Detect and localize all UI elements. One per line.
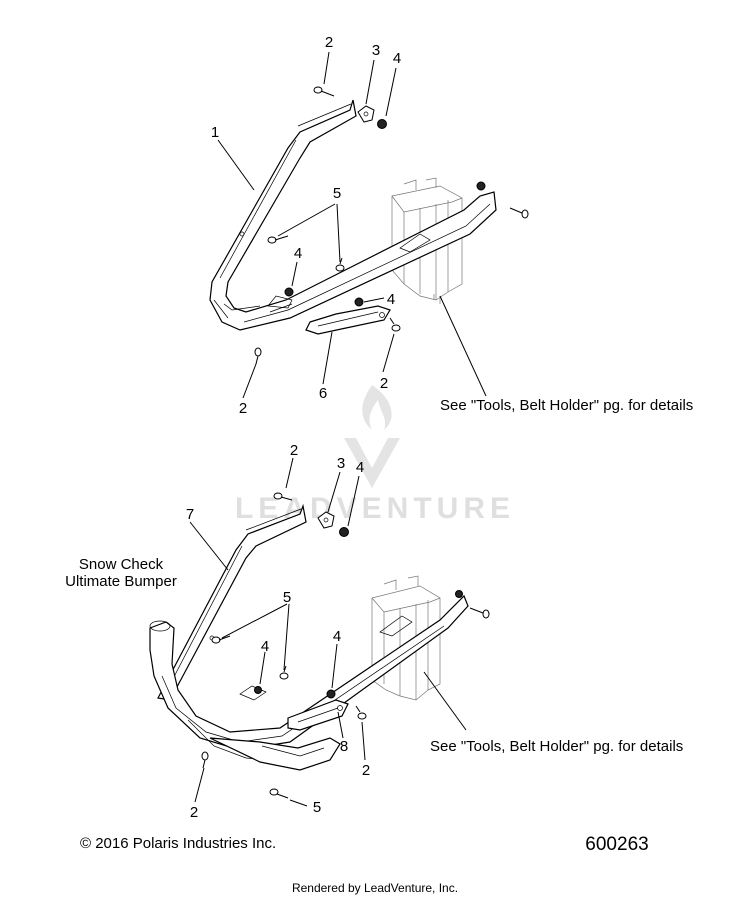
bottom-reference-note: See "Tools, Belt Holder" pg. for details: [430, 738, 683, 755]
callout-label: 4: [356, 459, 364, 476]
nut-icon: [326, 689, 336, 699]
bolt-icon: [355, 705, 367, 720]
nut-icon: [476, 181, 486, 191]
nut-icon: [354, 297, 364, 307]
assembly-label-line1: Snow Check: [79, 556, 164, 573]
part-number: 600263: [585, 834, 648, 855]
top-leader-lines: [217, 51, 487, 399]
callout-label: 1: [211, 124, 219, 141]
callout-label: 3: [372, 42, 380, 59]
top-bumper-hoop: [209, 99, 497, 331]
callout-label: 5: [283, 589, 291, 606]
bottom-leader-lines: [189, 457, 467, 807]
callout-label: 4: [387, 291, 395, 308]
bolt-icon: [254, 347, 262, 365]
callout-label: 8: [340, 738, 348, 755]
bolt-icon: [211, 635, 231, 644]
assembly-label-line2: Ultimate Bumper: [65, 573, 177, 590]
copyright-text: © 2016 Polaris Industries Inc.: [80, 835, 276, 852]
bottom-fasteners: [201, 492, 490, 799]
callout-label: 2: [380, 375, 388, 392]
top-bracket: [267, 295, 391, 335]
top-fasteners: [254, 86, 529, 365]
bolt-icon: [509, 207, 529, 219]
nut-icon: [339, 527, 349, 537]
callout-label: 2: [362, 762, 370, 779]
bolt-icon: [313, 86, 335, 97]
clip-icon: [357, 105, 375, 123]
clip-icon: [317, 511, 335, 529]
callout-label: 4: [333, 628, 341, 645]
callout-label: 3: [337, 455, 345, 472]
bottom-assembly: 2 3 4 7 5 4 4 8 2 2 5 Snow Check Ultimat…: [65, 442, 683, 821]
bottom-belt-holder-outline: [371, 575, 441, 701]
callout-label: 6: [319, 385, 327, 402]
callout-label: 2: [290, 442, 298, 459]
bolt-icon: [267, 235, 289, 244]
nut-icon: [254, 686, 262, 694]
callout-label: 2: [190, 804, 198, 821]
top-belt-holder-outline: [391, 177, 463, 304]
callout-label: 5: [333, 185, 341, 202]
callout-label: 4: [261, 638, 269, 655]
flame-logo-icon: [344, 385, 400, 488]
top-assembly: 2 3 4 1 5 4 4 2 6 2 See "Tools, Belt Hol…: [209, 34, 693, 417]
top-reference-note: See "Tools, Belt Holder" pg. for details: [440, 397, 693, 414]
callout-label: 2: [325, 34, 333, 51]
callout-label: 7: [186, 506, 194, 523]
watermark: LEADVENTURE: [235, 385, 510, 525]
callout-label: 4: [294, 245, 302, 262]
bolt-icon: [469, 607, 490, 619]
callout-label: 5: [313, 799, 321, 816]
nut-icon: [455, 590, 463, 598]
callout-label: 4: [393, 50, 401, 67]
bolt-icon: [269, 788, 289, 799]
nut-icon: [284, 287, 294, 297]
bolt-icon: [201, 751, 209, 769]
bolt-icon: [335, 257, 345, 272]
nut-icon: [377, 119, 387, 129]
bottom-bumper-lower: [149, 594, 469, 771]
callout-label: 2: [239, 400, 247, 417]
bolt-icon: [389, 317, 401, 332]
bolt-icon: [279, 665, 289, 680]
bolt-icon: [273, 492, 293, 501]
rendered-by-text: Rendered by LeadVenture, Inc.: [292, 881, 458, 895]
